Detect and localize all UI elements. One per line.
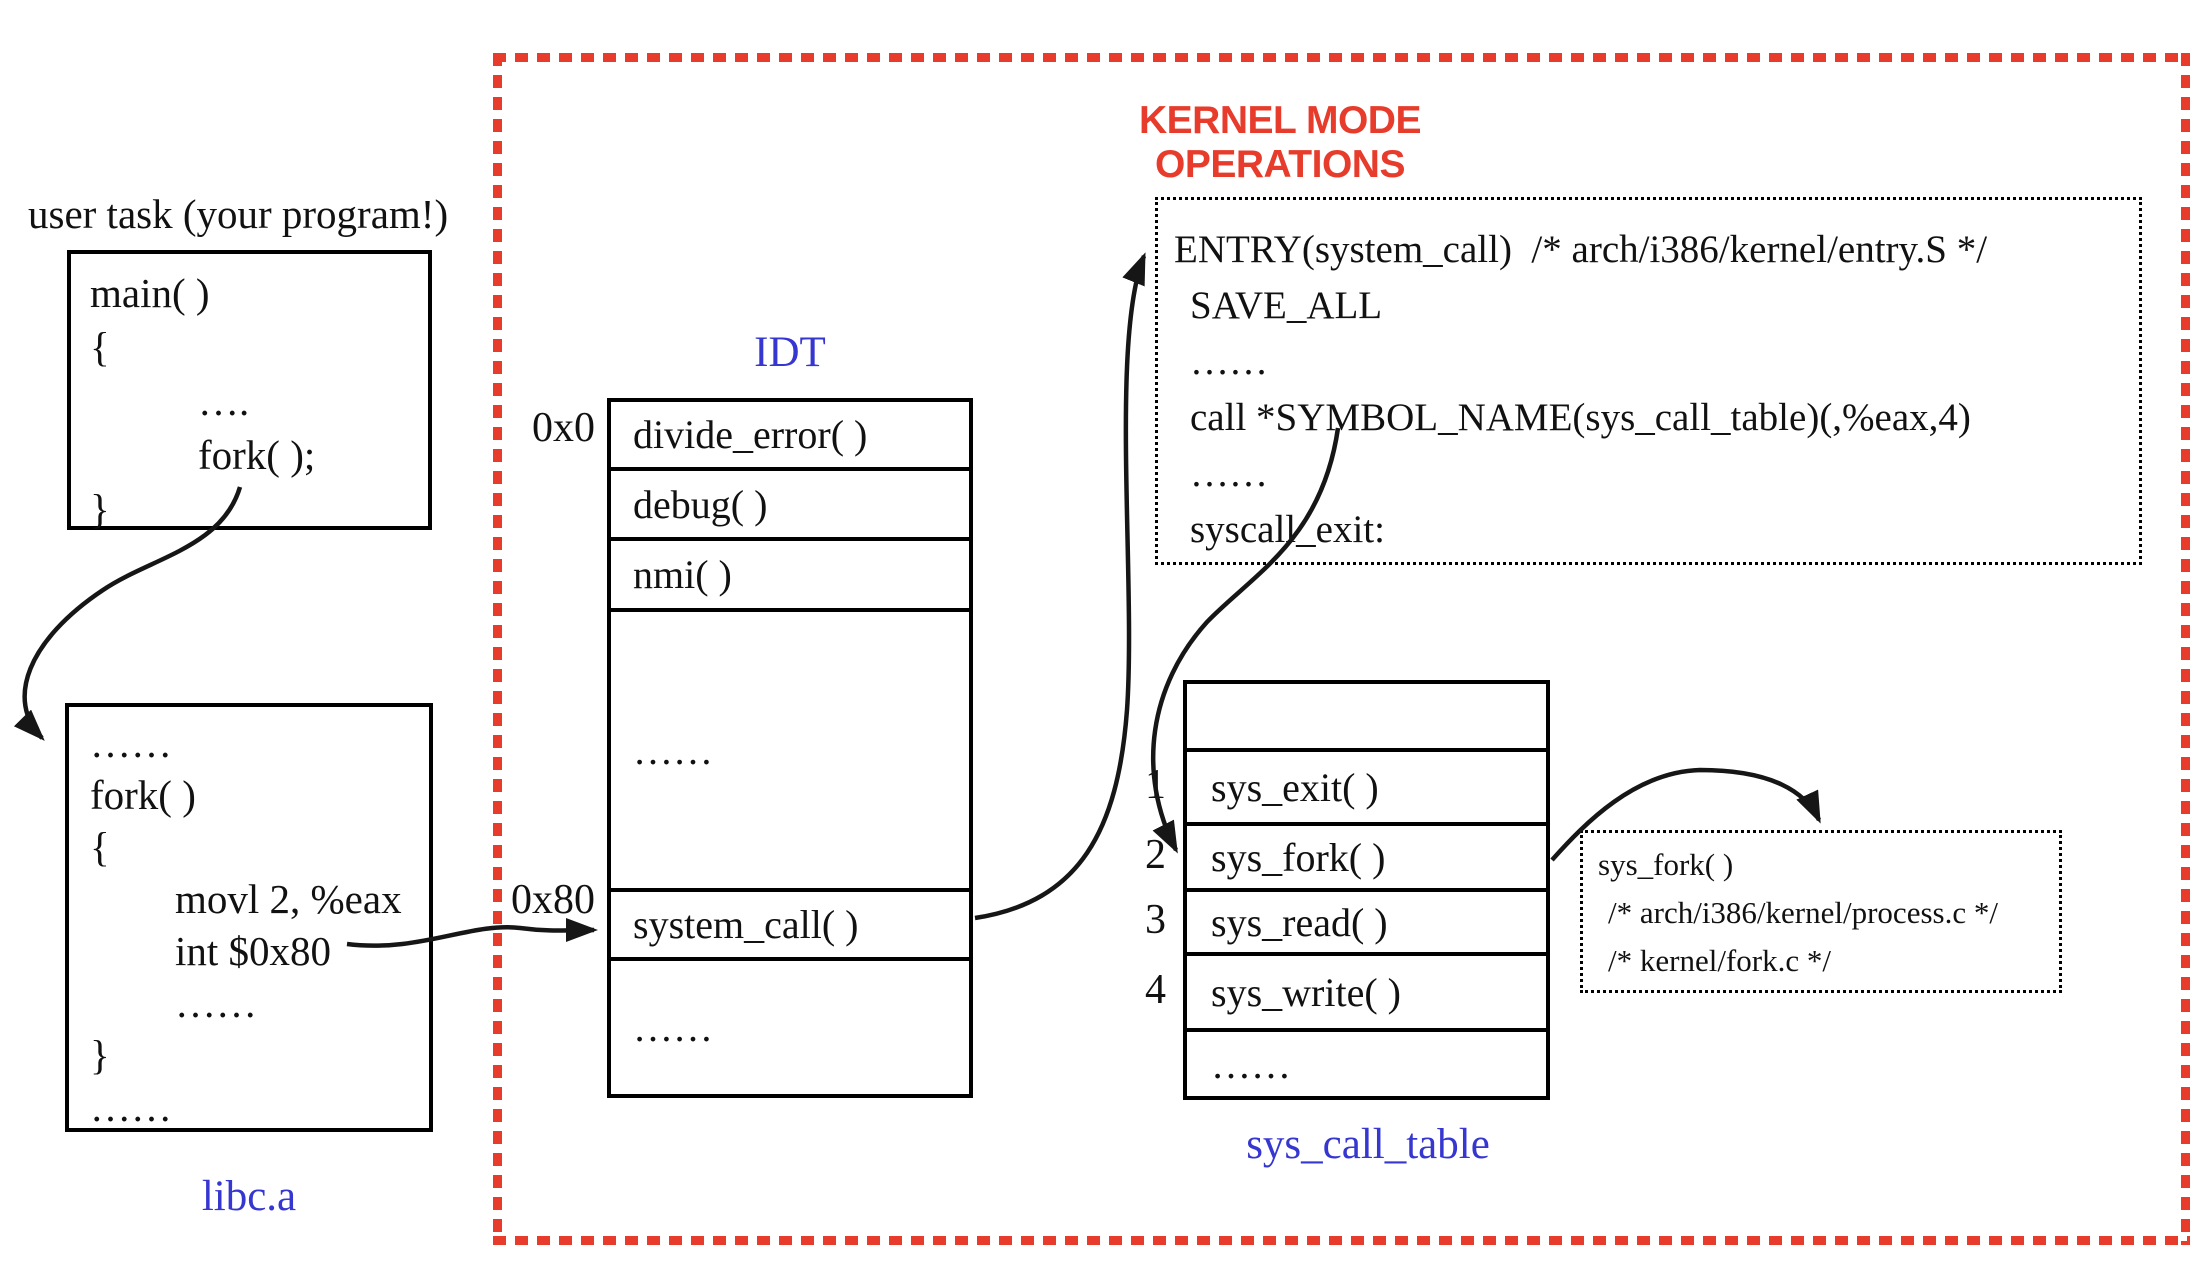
sct-row-sys-write: sys_write( )	[1187, 952, 1546, 1028]
code-line: ….	[198, 378, 250, 424]
idt-address-0x0: 0x0	[532, 405, 595, 451]
idt-row-system-call: system_call( )	[611, 888, 969, 957]
idt-row-nmi: nmi( )	[611, 537, 969, 608]
libc-fork-box: …… fork( ) { movl 2, %eax int $0x80 …… }…	[65, 703, 433, 1132]
idt-title: IDT	[754, 329, 826, 376]
arrow-systemcall-to-entry	[974, 252, 1147, 921]
kernel-boundary-bottom	[493, 1236, 2190, 1245]
libc-label: libc.a	[201, 1173, 297, 1220]
code-line-sys-fork: sys_fork( )	[1598, 847, 1734, 882]
sct-index-3: 3	[1145, 897, 1166, 943]
code-line: ……	[90, 720, 172, 766]
code-line-process-c: /* arch/i386/kernel/process.c */	[1608, 895, 1998, 930]
sct-index-1: 1	[1145, 762, 1166, 808]
sct-row-ellipsis: ……	[1187, 1028, 1546, 1096]
entry-system-call-box: ENTRY(system_call) /* arch/i386/kernel/e…	[1155, 197, 2142, 565]
user-program-box: main( ) { …. fork( ); }	[67, 250, 432, 532]
code-line: ……	[90, 1084, 172, 1130]
asm-line: ……	[1190, 452, 1268, 495]
code-line: fork( )	[90, 772, 196, 818]
idt-row-ellipsis: ……	[611, 608, 969, 888]
idt-table: divide_error( ) debug( ) nmi( ) …… syste…	[607, 398, 973, 1098]
code-line: {	[90, 324, 110, 370]
sct-index-2: 2	[1145, 832, 1166, 878]
code-line-int0x80: int $0x80	[175, 928, 332, 974]
code-line: }	[90, 486, 110, 532]
sct-row-sys-exit: sys_exit( )	[1187, 748, 1546, 822]
kernel-boundary-right	[2181, 53, 2190, 1245]
code-line: }	[90, 1032, 110, 1078]
idt-row-divide-error: divide_error( )	[633, 412, 868, 457]
sct-row-empty	[1187, 684, 1546, 748]
kernel-boundary-top	[493, 53, 2190, 62]
user-task-label: user task (your program!)	[28, 191, 449, 237]
idt-row-ellipsis: ……	[611, 957, 969, 1094]
code-line-fork-c: /* kernel/fork.c */	[1608, 943, 1831, 978]
code-line-movl: movl 2, %eax	[175, 876, 402, 922]
sct-row-sys-read: sys_read( )	[1187, 888, 1546, 952]
kernel-mode-title: KERNEL MODE OPERATIONS	[1139, 99, 1421, 186]
asm-line-entry: ENTRY(system_call) /* arch/i386/kernel/e…	[1174, 228, 1988, 271]
sct-index-4: 4	[1145, 967, 1166, 1013]
code-line: ……	[175, 980, 257, 1026]
asm-line-call-table: call *SYMBOL_NAME(sys_call_table)(,%eax,…	[1190, 396, 1971, 439]
sys-call-table: sys_exit( ) sys_fork( ) sys_read( ) sys_…	[1183, 680, 1550, 1100]
asm-line-save-all: SAVE_ALL	[1190, 284, 1383, 327]
kernel-boundary-left	[493, 53, 502, 1245]
sys-fork-source-box: sys_fork( ) /* arch/i386/kernel/process.…	[1580, 830, 2062, 993]
asm-line-syscall-exit: syscall_exit:	[1190, 508, 1385, 551]
idt-row-debug: debug( )	[611, 467, 969, 537]
idt-address-0x80: 0x80	[511, 877, 595, 923]
asm-line: ……	[1190, 340, 1268, 383]
code-line: {	[90, 824, 110, 870]
sct-row-sys-fork: sys_fork( )	[1187, 822, 1546, 888]
code-line-fork-call: fork( );	[198, 432, 316, 478]
sys-call-table-label: sys_call_table	[1246, 1121, 1490, 1168]
code-line: main( )	[90, 270, 210, 316]
